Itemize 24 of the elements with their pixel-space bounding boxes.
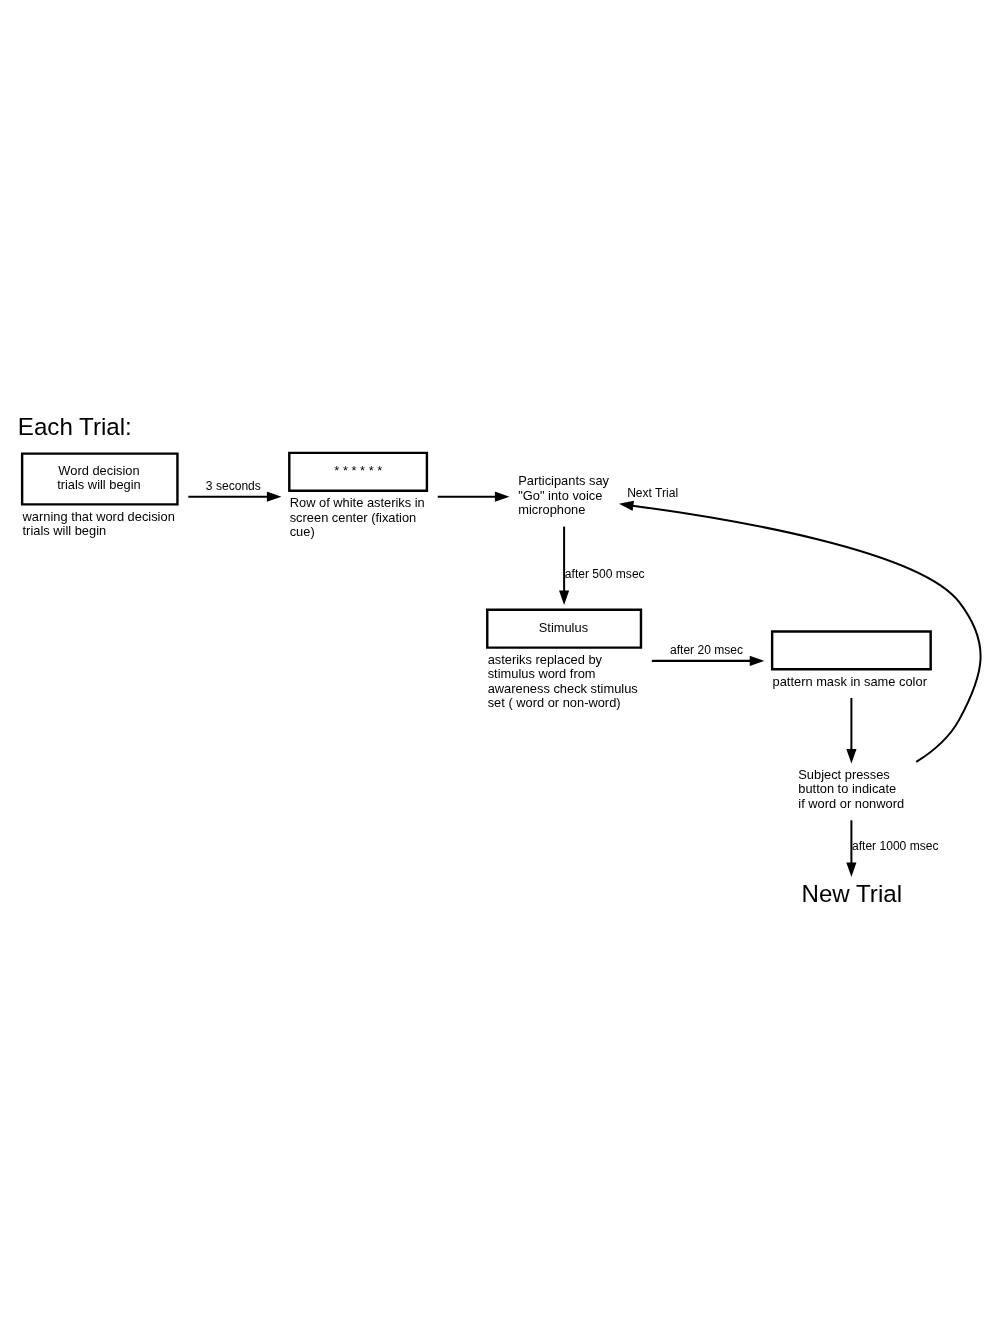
edge-label: after 20 msec [670,643,744,658]
arrow [559,526,570,605]
node-box [770,630,932,671]
arrow [651,655,765,666]
edge-label: after 1000 msec [852,838,939,853]
node-label: Row of white asteriks in screen center (fixation cue) [289,495,425,539]
arrow [846,698,857,764]
edge-label: 3 seconds [205,479,261,494]
node-text: New Trial [801,879,903,907]
node-box: * * * * * * [288,451,429,492]
arrow [437,491,510,502]
diagram-title: Each Trial: [17,412,132,440]
node-label: pattern mask in same color [772,673,927,689]
node-text: Subject presses button to indicate if word or nonword [798,767,905,811]
arrow [188,491,282,502]
node-label: warning that word decision trials will begin [22,508,175,539]
node-box: Word decision trials will begin [20,452,179,506]
node-label: asteriks replaced by stimulus word from awareness check stimulus set ( word or non-word) [487,651,638,711]
edge-label: Next Trial [627,486,679,501]
arrow [618,500,982,763]
node-box: Stimulus [486,608,643,649]
node-text: Participants say "Go" into voice microphone [518,473,610,518]
arrow [846,820,857,878]
edge-label: after 500 msec [564,566,645,581]
